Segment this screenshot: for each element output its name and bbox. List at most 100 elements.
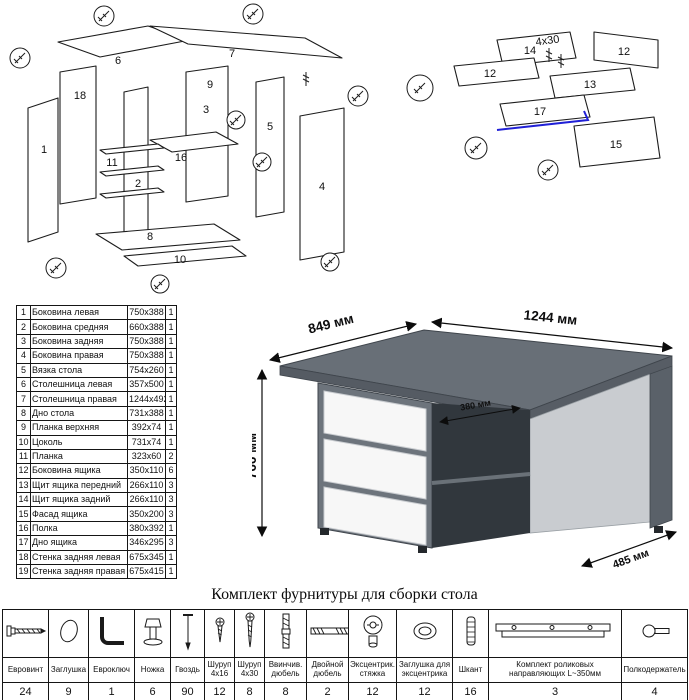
part-size: 754x260 [127, 362, 166, 378]
hardware-name: Шкант [452, 657, 489, 683]
hardware-icon-cell [134, 609, 171, 658]
part-size: 750x388 [127, 304, 166, 321]
rail-edge-highlight [496, 110, 590, 131]
hardware-callout-icon [226, 110, 246, 130]
hardware-qty: 16 [452, 682, 489, 700]
table-row: 15 Фасад ящика 350x200 3 [16, 506, 177, 522]
part-size: 750x388 [127, 348, 166, 364]
part-name: Цоколь [30, 434, 128, 450]
table-row: 5 Вязка стола 754x260 1 [16, 362, 177, 378]
part-qty: 1 [165, 362, 177, 378]
part-name: Фасад ящика [30, 506, 128, 522]
part-size: 266x110 [127, 477, 166, 494]
part-qty: 1 [165, 405, 177, 422]
dim-width-top-label: 1244 мм [523, 307, 578, 328]
part-qty: 1 [165, 304, 177, 321]
dim-depth-left-label: 849 мм [307, 311, 356, 337]
part-name: Дно стола [30, 405, 128, 422]
drawer-exploded-panels [453, 31, 661, 168]
hardware-name: Полкодержатель [621, 657, 688, 683]
part-size: 731x74 [127, 434, 166, 450]
hardware-icon-cell [2, 609, 49, 658]
part-number: 6 [16, 376, 31, 393]
hardware-callout-icon [406, 74, 434, 102]
part-number: 9 [16, 420, 31, 436]
cam-cap-icon [408, 616, 442, 651]
part-name: Полка [30, 520, 128, 537]
part-qty: 1 [165, 348, 177, 364]
part-name: Щит ящика передний [30, 477, 128, 494]
desk-leg [418, 546, 427, 553]
part-number-label: 9 [207, 79, 213, 91]
hardware-qty: 12 [348, 682, 397, 700]
hardware-icon-cell [48, 609, 89, 658]
table-row: 6 Столешница левая 357x500 1 [16, 376, 177, 393]
cam-lock-icon [356, 612, 390, 655]
part-number-label: 12 [484, 68, 496, 80]
leg-icon [137, 613, 169, 654]
part-name: Столешница правая [30, 391, 128, 407]
part-number-label: 15 [610, 139, 622, 151]
part-number: 8 [16, 405, 31, 422]
part-name: Стенка задняя правая [30, 564, 128, 580]
hardware-icon-cell [234, 609, 265, 658]
hardware-name: Шуруп 4x30 [234, 657, 265, 683]
part-size: 392x74 [127, 420, 166, 436]
part-size: 731x388 [127, 405, 166, 422]
dim-depth-right-label: 485 мм [611, 547, 651, 571]
part-size: 346x295 [127, 535, 166, 551]
screw-large-icon [240, 611, 260, 656]
hardware-callout-icon [320, 252, 340, 272]
double-dowel-icon [308, 616, 348, 651]
part-number: 13 [16, 477, 31, 494]
part-qty: 1 [165, 376, 177, 393]
right-side-panel [649, 365, 673, 529]
part-number-label: 13 [584, 79, 596, 91]
cap-icon [54, 613, 84, 654]
shelf-board [431, 472, 531, 485]
hardware-icon-cell [88, 609, 135, 658]
part-number-label: 3 [203, 104, 209, 116]
hardware-qty: 8 [264, 682, 307, 700]
desk-leg [320, 528, 329, 535]
part-name: Планка верхняя [30, 420, 128, 436]
part-number: 10 [16, 434, 31, 450]
drawer-front [323, 486, 427, 546]
hardware-name: Заглушка для эксцентрика [396, 657, 453, 683]
part-size: 1244x492 [127, 391, 166, 407]
part-qty: 2 [165, 448, 177, 465]
hardware-callout-icon [252, 152, 272, 172]
screw-icon [545, 48, 565, 68]
hardware-name: Комплект роликовых направляющих L~350мм [488, 657, 622, 683]
part-qty: 1 [165, 549, 177, 566]
hardware-name: Евроключ [88, 657, 135, 683]
part-size: 675x415 [127, 564, 166, 580]
hardware-name: Эксцентрик. стяжка [348, 657, 397, 683]
part-name: Боковина ящика [30, 463, 128, 479]
part-size: 357x500 [127, 376, 166, 393]
part-number-label: 7 [229, 48, 235, 60]
part-number-label: 11 [106, 157, 117, 169]
hexkey-icon [94, 613, 130, 654]
hardware-name: Заглушка [48, 657, 89, 683]
hardware-qty: 8 [234, 682, 265, 700]
part-number: 19 [16, 564, 31, 580]
part-number: 4 [16, 348, 31, 364]
part-name: Щит ящика задний [30, 492, 128, 508]
part-number-label: 1 [41, 144, 47, 156]
hardware-qty: 2 [306, 682, 349, 700]
hardware-qty: 6 [134, 682, 171, 700]
part-number: 18 [16, 549, 31, 566]
part-size: 323x60 [127, 448, 166, 465]
table-row: 9 Планка верхняя 392x74 1 [16, 420, 177, 436]
part-name: Боковина задняя [30, 333, 128, 350]
part-qty: 1 [165, 391, 177, 407]
hardware-qty: 90 [170, 682, 205, 700]
part-number-label: 5 [267, 121, 273, 133]
hardware-name: Гвоздь [170, 657, 205, 683]
part-size: 675x345 [127, 549, 166, 566]
part-number-label: 10 [174, 254, 186, 266]
